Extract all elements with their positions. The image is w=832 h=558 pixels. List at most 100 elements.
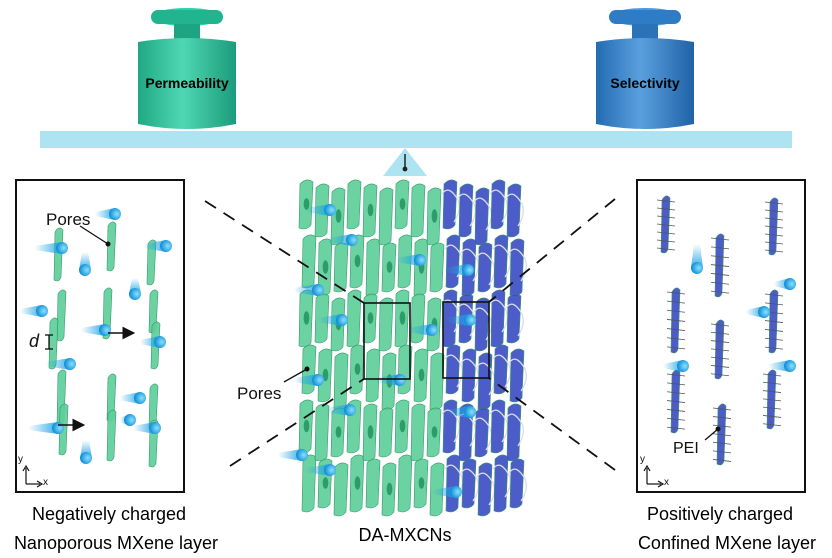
mxene-sheet — [490, 179, 506, 230]
pei-strand — [460, 358, 479, 392]
mxene-sheet — [477, 242, 493, 293]
sheet-pore — [399, 419, 406, 433]
pei-chain — [666, 337, 686, 341]
right-caption-line2: Confined MXene layer — [637, 533, 817, 553]
mxene-sheet — [474, 187, 490, 246]
left-caption-line2: Nanoporous MXene layer — [13, 533, 219, 553]
mxene-sheet — [445, 454, 461, 513]
droplet-trail — [376, 374, 400, 386]
pei-chain — [710, 331, 730, 335]
droplet-trail — [81, 324, 105, 336]
mxene-sheet — [506, 293, 522, 344]
left-axes — [22, 464, 44, 488]
mxene-sheet — [378, 187, 394, 246]
water-droplet — [784, 360, 796, 372]
sheet-pore — [303, 198, 310, 210]
mxene-sheet — [474, 297, 490, 352]
pei-chain — [762, 390, 782, 393]
pei-chain — [764, 320, 784, 323]
water-droplet — [129, 288, 141, 300]
permeability-weight — [138, 8, 236, 129]
sheet-pore — [322, 368, 329, 382]
pei-chain — [712, 424, 732, 428]
right-caption-line1: Positively charged — [646, 504, 794, 524]
droplet-trail — [444, 264, 468, 276]
pei-chain — [656, 247, 676, 251]
pei-strand — [473, 417, 492, 451]
water-droplet — [450, 486, 462, 498]
left-axis-x-label: x — [43, 477, 48, 488]
mxene-sheet — [365, 458, 381, 509]
pei-chain — [764, 209, 784, 213]
sheet-pore — [418, 477, 425, 489]
water-droplet — [109, 208, 121, 220]
pei-chain — [656, 239, 676, 243]
droplet-trail — [34, 242, 62, 254]
water-droplet — [312, 374, 324, 386]
mxene-sheet — [333, 352, 349, 411]
water-droplet — [336, 314, 348, 326]
sheet-pore — [303, 419, 310, 433]
sheet-pore — [322, 477, 329, 489]
pei-chain — [764, 302, 784, 306]
pei-chain — [762, 406, 782, 410]
mxene-sheet — [429, 352, 445, 411]
center-caption: DA-MXCNs — [358, 525, 452, 545]
droplet-trail — [278, 449, 302, 461]
pei-strand — [476, 472, 495, 506]
sheet-pore — [367, 425, 374, 439]
sheet-pore — [354, 254, 361, 268]
mxene-sheet — [146, 239, 157, 286]
mxene-sheet — [106, 409, 117, 462]
pei-chain — [712, 407, 732, 411]
pei-chain — [710, 373, 730, 377]
pei-chain — [666, 400, 686, 403]
mxene-sheet — [53, 227, 64, 282]
pei-chain — [666, 417, 686, 421]
mxene-sheet — [445, 234, 461, 289]
center-pores-pointer — [283, 368, 308, 383]
droplet-trail — [396, 254, 420, 266]
mxene-sheet — [314, 403, 330, 462]
water-droplet — [462, 264, 474, 276]
pei-chain — [712, 441, 732, 445]
sheet-pore — [431, 209, 438, 223]
pei-strand — [489, 299, 508, 333]
mxene-sheet — [477, 462, 493, 517]
droplet-trail — [294, 374, 318, 386]
mxene-sheet — [509, 238, 525, 297]
pei-strand — [460, 468, 479, 502]
left-nanoporous-sheets — [20, 208, 172, 468]
left-pores-label: Pores — [46, 210, 91, 229]
pei-strand — [444, 354, 463, 388]
sheet-pore — [335, 426, 342, 438]
mxene-sheet — [365, 348, 381, 403]
sheet-pore — [399, 311, 406, 325]
mxene-sheet — [378, 407, 394, 458]
water-droplet — [149, 422, 161, 434]
pei-strand — [492, 354, 511, 388]
mxene-sheet — [490, 399, 506, 454]
water-droplet — [758, 306, 770, 318]
zoom-connectors — [204, 198, 616, 471]
zoom-box-blue — [442, 301, 490, 379]
pei-chain — [710, 281, 730, 285]
droplet-trail — [294, 284, 318, 296]
pei-chain — [764, 337, 784, 341]
sheet-pore — [386, 482, 393, 496]
pei-chain — [656, 223, 676, 227]
pei-chain — [710, 264, 730, 267]
left-axis-y-label: y — [18, 454, 23, 465]
sheet-pore — [354, 476, 361, 490]
droplet-trail — [408, 324, 432, 336]
droplet-trail — [326, 404, 350, 416]
pei-pointer — [704, 428, 719, 441]
pei-label: PEI — [673, 440, 699, 457]
pei-chain — [666, 319, 686, 322]
mxene-sheet — [333, 462, 349, 517]
pei-strand — [476, 362, 495, 396]
pei-chain — [656, 207, 676, 211]
droplet-trail — [306, 464, 330, 476]
droplet-trail — [768, 360, 790, 372]
